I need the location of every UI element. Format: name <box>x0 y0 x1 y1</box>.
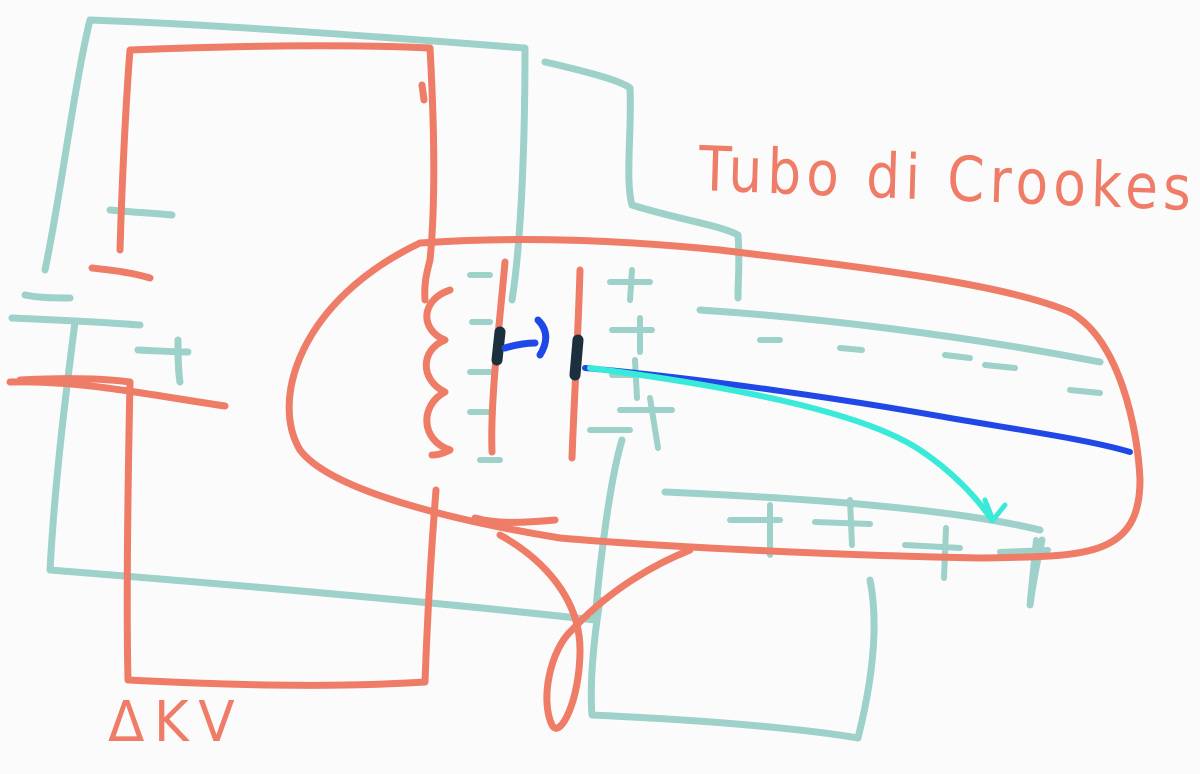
teal-upper-right-wire <box>541 58 743 302</box>
teal-bottom-loop <box>587 576 878 742</box>
teal-upper-plate <box>696 306 1104 366</box>
salmon-lower-loop <box>16 375 440 689</box>
voltage-label: ΔKV <box>108 690 245 755</box>
teal-lower-plate <box>661 488 1044 534</box>
teal-battery-plate-top <box>8 314 144 329</box>
crookes-tube-envelope <box>285 235 1144 562</box>
beam-deflected <box>587 365 995 523</box>
beam-undeflected <box>582 365 1133 455</box>
cathode-filament <box>422 286 454 459</box>
anode-plus-3v <box>632 357 640 401</box>
teal-battery-minus-mark <box>106 206 176 219</box>
tube-stem <box>471 514 559 526</box>
teal-battery-plate-left <box>21 291 74 302</box>
plate-minus-5 <box>1067 387 1103 396</box>
beam-deflected-arrowhead <box>982 497 1008 523</box>
plate-plus-4v <box>1027 537 1039 603</box>
plate-plus-3v <box>941 525 949 581</box>
plate-plus-4h <box>997 547 1051 555</box>
salmon-upper-loop <box>116 42 438 304</box>
teal-left-down-wire <box>46 318 626 624</box>
teal-outer-loop <box>41 16 529 304</box>
plate-plus-3h <box>902 542 963 551</box>
teal-battery-plus-horizontal <box>134 346 192 356</box>
plate-minus-4 <box>982 362 1018 371</box>
plate-minus-2 <box>837 345 865 353</box>
charge-marks <box>467 267 1103 603</box>
plate-plus-2v <box>847 497 855 548</box>
anode-plus-1v <box>627 267 635 303</box>
plate-plus-2h <box>812 519 873 527</box>
plate-minus-3 <box>942 352 973 361</box>
salmon-wiring <box>6 42 1144 732</box>
electrodes <box>491 326 584 381</box>
teal-battery-plus-vertical <box>174 336 184 386</box>
tube-lower-wire <box>496 531 694 732</box>
salmon-battery-plate-top <box>88 264 154 282</box>
salmon-battery-plate-bottom <box>6 378 229 410</box>
teal-wiring <box>8 16 1104 742</box>
anode-plus-4v <box>647 395 661 451</box>
anode-electrode <box>569 334 584 381</box>
salmon-cathode-tick <box>418 81 428 104</box>
electron-beams <box>501 316 1133 523</box>
accel-arrow <box>501 316 550 359</box>
cathode-electrode <box>491 326 506 366</box>
